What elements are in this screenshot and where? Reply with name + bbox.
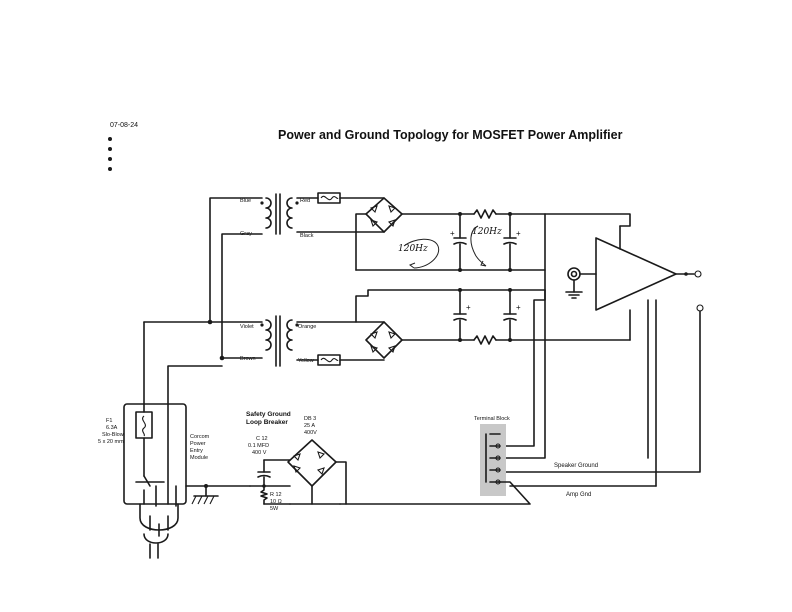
- rca-input-jack-icon: [565, 267, 583, 299]
- power-entry-module: [123, 403, 207, 507]
- wire-label-violet: Violet: [240, 324, 254, 330]
- cap-label: 0.1 MFD: [248, 443, 269, 449]
- lower-filter: [453, 288, 631, 447]
- lower-bridge-rectifier: [365, 321, 461, 359]
- fuse-label: F1: [106, 418, 112, 424]
- ground-loop-breaker: [249, 439, 347, 505]
- db3-label: 400V: [304, 430, 317, 436]
- power-amplifier: [544, 213, 702, 459]
- terminal-block-label: Terminal Block: [474, 416, 510, 422]
- fuse-label: 5 x 20 mm: [98, 439, 124, 445]
- polarity-plus: +: [450, 229, 455, 238]
- speaker-ground-label: Speaker Ground: [554, 463, 598, 469]
- loop-breaker-title: Loop Breaker: [246, 419, 288, 426]
- upper-secondary-wiring: [296, 192, 385, 271]
- cap-label: 400 V: [252, 450, 267, 456]
- ripple-label: 120Hz: [472, 227, 502, 237]
- page-title: Power and Ground Topology for MOSFET Pow…: [278, 128, 623, 142]
- wire-label-brown: Brown: [240, 356, 256, 362]
- chassis-ground-icon: [191, 484, 251, 505]
- module-label: Power: [190, 441, 206, 447]
- ripple-label: 120Hz: [398, 244, 428, 254]
- header-dots: [108, 137, 112, 171]
- module-label: Entry: [190, 448, 203, 454]
- ground-bus: [339, 299, 657, 505]
- wire-label-orange: Orange: [298, 324, 316, 330]
- ripple-annotation: [403, 225, 487, 269]
- upper-bridge-rectifier: [355, 197, 461, 233]
- resistor-label: 5W: [270, 506, 279, 512]
- fuse-label: Slo-Blow: [102, 432, 124, 438]
- amp-ground-label: Amp Gnd: [566, 492, 591, 498]
- wire-label-blue: Blue: [240, 198, 251, 204]
- resistor-label: R 12: [270, 492, 282, 498]
- db3-label: DB 3: [304, 416, 316, 422]
- db3-label: 25 A: [304, 423, 315, 429]
- transformer: [260, 193, 299, 367]
- terminal-block: [480, 424, 506, 496]
- module-label: Corcom: [190, 434, 210, 440]
- loop-breaker-title: Safety Ground: [246, 411, 291, 418]
- primary-wiring: [143, 197, 263, 405]
- lower-secondary-wiring: [296, 289, 546, 366]
- date-label: 07-08-24: [110, 122, 138, 129]
- wire-label-red: Red: [300, 198, 310, 204]
- wire-label-black: Black: [300, 233, 314, 239]
- resistor-label: 10 Ω: [270, 499, 282, 505]
- wire-label-yellow: Yellow: [298, 358, 314, 364]
- module-label: Module: [190, 455, 208, 461]
- polarity-plus: +: [516, 229, 521, 238]
- ac-plug-icon: [139, 503, 179, 559]
- fuse-label: 6.3A: [106, 425, 118, 431]
- cap-label: C 12: [256, 436, 268, 442]
- upper-filter: [355, 209, 546, 459]
- polarity-plus: +: [466, 303, 471, 312]
- speaker-return-terminal: [497, 304, 704, 473]
- polarity-plus: +: [516, 303, 521, 312]
